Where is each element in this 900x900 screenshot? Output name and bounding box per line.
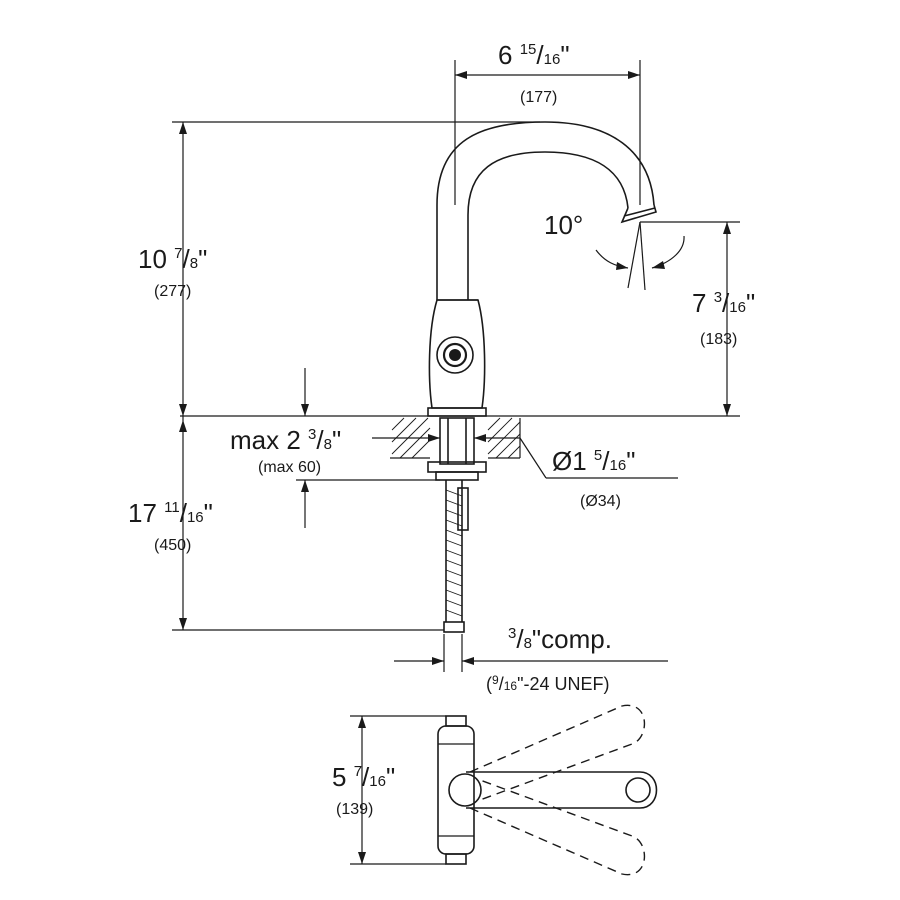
spout-reach-label: 6 15/16"	[498, 40, 570, 70]
deck-thickness-label: max 2 3/8"	[230, 425, 341, 455]
control-knob	[436, 336, 474, 374]
hole-diameter-label: Ø1 5/16"	[552, 446, 635, 476]
base-depth-metric: (139)	[336, 801, 373, 818]
faucet-side-view	[427, 121, 657, 417]
mounting-assembly	[427, 417, 487, 633]
connection-thread: (9/16"-24 UNEF)	[486, 673, 609, 694]
outlet-height-metric: (183)	[700, 331, 737, 348]
swivel-angle-marks	[595, 221, 685, 291]
spout-reach-metric: (177)	[520, 89, 557, 106]
hose-length-label: 17 11/16"	[128, 498, 213, 528]
deck-thickness-dimension-lines	[296, 368, 440, 528]
hole-diameter-dimension-lines	[474, 434, 678, 479]
hole-diameter-metric: (Ø34)	[580, 493, 621, 510]
hose-length-dimension-lines	[172, 416, 444, 631]
total-height-dimension-lines	[172, 121, 540, 416]
deck-thickness-metric: (max 60)	[258, 459, 321, 476]
outlet-height-label: 7 3/16"	[692, 288, 755, 318]
connection-label: 3/8"comp.	[508, 624, 612, 654]
base-depth-dimension-lines	[350, 715, 446, 865]
hose-length-metric: (450)	[154, 537, 191, 554]
faucet-top-view	[437, 704, 658, 876]
total-height-metric: (277)	[154, 283, 191, 300]
outlet-height-dimension-lines	[640, 221, 740, 416]
base-depth-label: 5 7/16"	[332, 762, 395, 792]
spout-reach-dimension-lines	[454, 60, 641, 205]
total-height-label: 10 7/8"	[138, 244, 207, 274]
connection-dimension-lines	[394, 634, 668, 672]
swivel-angle-label: 10°	[544, 210, 583, 240]
